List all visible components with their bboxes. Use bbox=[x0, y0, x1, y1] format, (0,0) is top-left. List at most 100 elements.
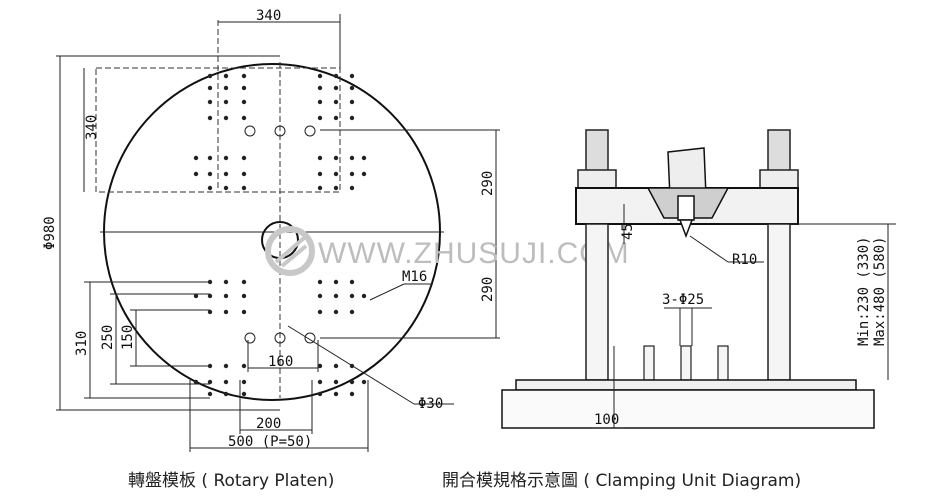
tapped-hole bbox=[361, 293, 367, 299]
tie-bar-left bbox=[585, 223, 609, 381]
dim-310: 310 bbox=[74, 331, 90, 356]
tapped-hole bbox=[241, 279, 247, 285]
tapped-hole bbox=[317, 99, 323, 105]
tapped-hole bbox=[193, 379, 199, 385]
nozzle-body bbox=[677, 195, 695, 221]
tapped-hole bbox=[349, 279, 355, 285]
leader-r10 bbox=[689, 235, 729, 263]
tapped-hole bbox=[241, 363, 247, 369]
tapped-hole bbox=[207, 379, 213, 385]
tapped-hole bbox=[317, 155, 323, 161]
rotary-table-top bbox=[515, 379, 857, 391]
dim-150: 150 bbox=[120, 325, 136, 350]
tapped-hole bbox=[333, 85, 339, 91]
tapped-hole bbox=[207, 185, 213, 191]
dim-290-upper: 290 bbox=[480, 171, 496, 196]
large-hole bbox=[244, 332, 256, 344]
ejector-pin bbox=[717, 345, 729, 381]
tapped-hole bbox=[349, 379, 355, 385]
watermark-text: WWW.ZHUSUJI.COM bbox=[318, 237, 630, 270]
tapped-hole bbox=[207, 171, 213, 177]
tapped-hole bbox=[317, 363, 323, 369]
label-phi30: Φ30 bbox=[418, 396, 443, 412]
tapped-hole bbox=[333, 309, 339, 315]
dim-stroke-max: Max:480 (580) bbox=[872, 236, 888, 346]
tapped-hole bbox=[317, 85, 323, 91]
tapped-hole bbox=[223, 185, 229, 191]
tapped-hole bbox=[207, 73, 213, 79]
tapped-hole bbox=[333, 73, 339, 79]
label-m16: M16 bbox=[402, 269, 427, 285]
large-hole bbox=[274, 125, 286, 137]
tapped-hole bbox=[207, 363, 213, 369]
watermark: WWW.ZHUSUJI.COM bbox=[265, 226, 630, 276]
tapped-hole bbox=[349, 115, 355, 121]
tapped-hole bbox=[317, 185, 323, 191]
tapped-hole bbox=[223, 85, 229, 91]
tie-bar-right-top bbox=[767, 129, 791, 175]
tapped-hole bbox=[349, 171, 355, 177]
tapped-hole bbox=[223, 379, 229, 385]
tapped-hole bbox=[241, 73, 247, 79]
dim-100: 100 bbox=[594, 412, 619, 428]
tapped-hole bbox=[223, 309, 229, 315]
tapped-hole bbox=[207, 115, 213, 121]
tapped-hole bbox=[317, 73, 323, 79]
dim-diameter: Φ980 bbox=[42, 216, 58, 250]
leader-m16 bbox=[369, 283, 405, 301]
tapped-hole bbox=[333, 171, 339, 177]
tapped-hole bbox=[333, 185, 339, 191]
tapped-hole bbox=[333, 115, 339, 121]
large-hole bbox=[304, 332, 316, 344]
tie-bar-left-top bbox=[585, 129, 609, 175]
tapped-hole bbox=[193, 171, 199, 177]
dim-500: 500 (P=50) bbox=[228, 434, 312, 450]
tapped-hole bbox=[349, 155, 355, 161]
tapped-hole bbox=[333, 279, 339, 285]
tapped-hole bbox=[349, 185, 355, 191]
tapped-hole bbox=[349, 85, 355, 91]
tapped-hole bbox=[241, 185, 247, 191]
tapped-hole bbox=[241, 115, 247, 121]
tapped-hole bbox=[207, 309, 213, 315]
tapped-hole bbox=[223, 155, 229, 161]
tapped-hole bbox=[193, 293, 199, 299]
tapped-hole bbox=[361, 155, 367, 161]
tapped-hole bbox=[223, 391, 229, 397]
tapped-hole bbox=[317, 293, 323, 299]
tapped-hole bbox=[207, 279, 213, 285]
large-hole bbox=[304, 125, 316, 137]
dim-160: 160 bbox=[268, 354, 293, 370]
tapped-hole bbox=[361, 171, 367, 177]
tapped-hole bbox=[207, 293, 213, 299]
tapped-hole bbox=[241, 293, 247, 299]
tie-bar-nut-left bbox=[577, 169, 617, 189]
dim-340-top: 340 bbox=[256, 8, 281, 24]
tapped-hole bbox=[241, 379, 247, 385]
label-pins: 3-Φ25 bbox=[662, 292, 704, 308]
tapped-hole-grid bbox=[193, 73, 367, 397]
tapped-hole bbox=[193, 155, 199, 161]
dim-45: 45 bbox=[620, 223, 636, 240]
tapped-hole bbox=[223, 115, 229, 121]
tapped-hole bbox=[333, 379, 339, 385]
dim-340-side: 340 bbox=[84, 115, 100, 140]
tapped-hole bbox=[241, 391, 247, 397]
zhusuji-logo-icon bbox=[265, 226, 315, 276]
tapped-hole bbox=[317, 279, 323, 285]
tapped-hole bbox=[241, 99, 247, 105]
tie-bar-right bbox=[767, 223, 791, 381]
tapped-hole bbox=[349, 309, 355, 315]
clamping-unit-drawing: 45 R10 3-Φ25 100 Min:230 (330) Max:480 (… bbox=[501, 129, 896, 429]
tapped-hole bbox=[241, 85, 247, 91]
tapped-hole bbox=[317, 115, 323, 121]
tapped-hole bbox=[223, 293, 229, 299]
machine-base bbox=[501, 389, 875, 429]
tapped-hole bbox=[207, 99, 213, 105]
large-hole bbox=[274, 332, 286, 344]
tapped-hole bbox=[223, 279, 229, 285]
tie-bar-nut-right bbox=[759, 169, 799, 189]
tapped-hole bbox=[317, 171, 323, 177]
clamping-unit-caption: 開合模規格示意圖 ( Clamping Unit Diagram) bbox=[442, 471, 801, 491]
large-hole bbox=[244, 125, 256, 137]
